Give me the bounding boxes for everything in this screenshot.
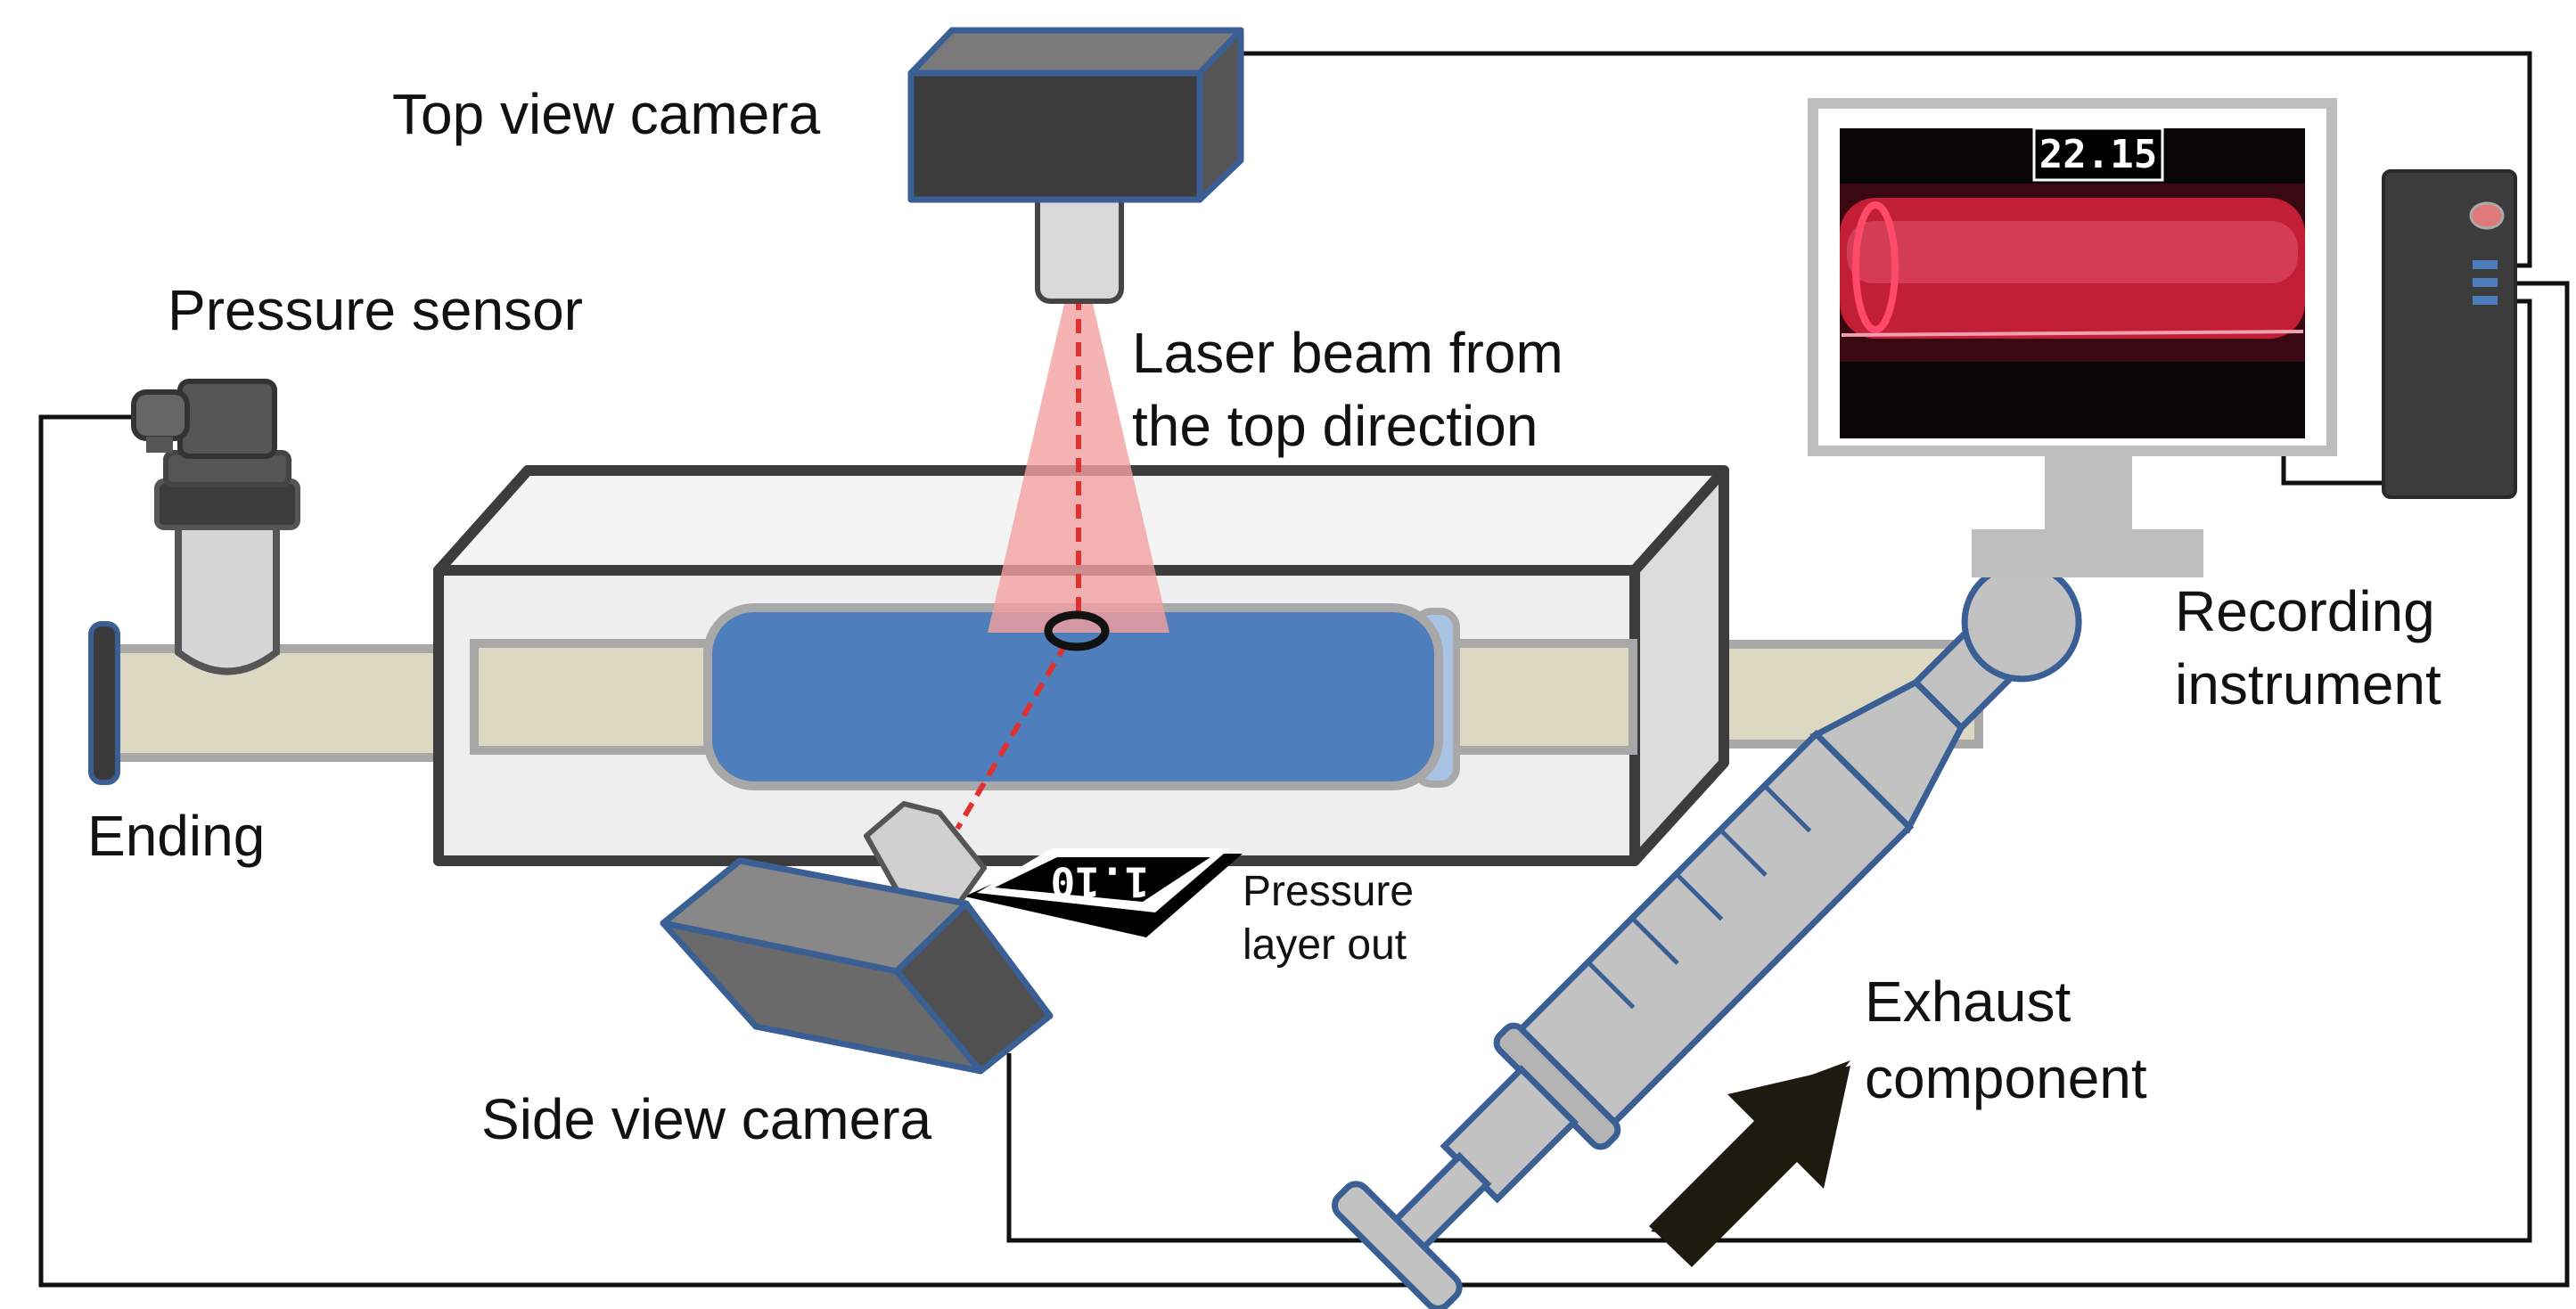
label-recording-line2: instrument	[2175, 652, 2441, 716]
push-arrow-shape	[1649, 1066, 1850, 1267]
pressure-sensor	[131, 379, 300, 675]
wire-top-camera	[1241, 51, 2532, 268]
exhaust-syringe	[1331, 561, 2082, 1309]
signal-wires	[38, 51, 2570, 1288]
label-laser-line1: Laser beam from	[1132, 321, 1563, 385]
tower-port-3	[2473, 296, 2498, 305]
label-ending: Ending	[87, 804, 265, 868]
laser-spot-ring	[1044, 610, 1110, 651]
tower-port-1	[2473, 260, 2498, 269]
label-pressure-sensor: Pressure sensor	[168, 278, 583, 342]
tower-port-2	[2473, 278, 2498, 287]
inner-pipe-left	[470, 639, 746, 755]
ending-cap	[88, 621, 120, 785]
wire-pressure-sensor	[38, 281, 2570, 1288]
wire-side-camera	[1006, 299, 2532, 1243]
label-top-view-camera: Top view camera	[392, 82, 821, 146]
pressure-display-value: 1.10	[1051, 858, 1150, 906]
labels: Top view camera Pressure sensor Laser be…	[87, 82, 2441, 1151]
label-side-view-camera: Side view camera	[481, 1087, 932, 1151]
test-tube	[703, 603, 1460, 790]
syringe-graduations	[1586, 783, 1812, 1010]
pressure-layer-display: 1.10	[964, 848, 1243, 937]
monitor-readout-value: 22.15	[2039, 132, 2157, 177]
laser-beam	[955, 242, 1169, 830]
label-pressure-layer-line1: Pressure	[1243, 868, 1414, 915]
label-exhaust-line1: Exhaust	[1865, 969, 2071, 1034]
side-view-camera	[660, 801, 1054, 1075]
label-exhaust-line2: component	[1865, 1046, 2147, 1110]
screen-readout-box	[2032, 127, 2164, 182]
computer-tower	[2382, 169, 2517, 499]
syringe-ball-joint	[1961, 561, 2082, 683]
label-recording-line1: Recording	[2175, 579, 2435, 643]
top-view-camera	[907, 27, 1244, 304]
inner-pipe-right	[1431, 639, 1637, 755]
label-pressure-layer-line2: layer out	[1243, 921, 1407, 969]
monitor-base	[1972, 529, 2203, 577]
monitor-neck	[2045, 451, 2132, 535]
label-laser-line2: the top direction	[1132, 394, 1538, 458]
screen-tube-end	[1852, 201, 1899, 333]
left-pipe	[88, 621, 443, 785]
tower-power-button	[2469, 201, 2505, 230]
recording-instrument: 22.15	[1808, 98, 2517, 577]
